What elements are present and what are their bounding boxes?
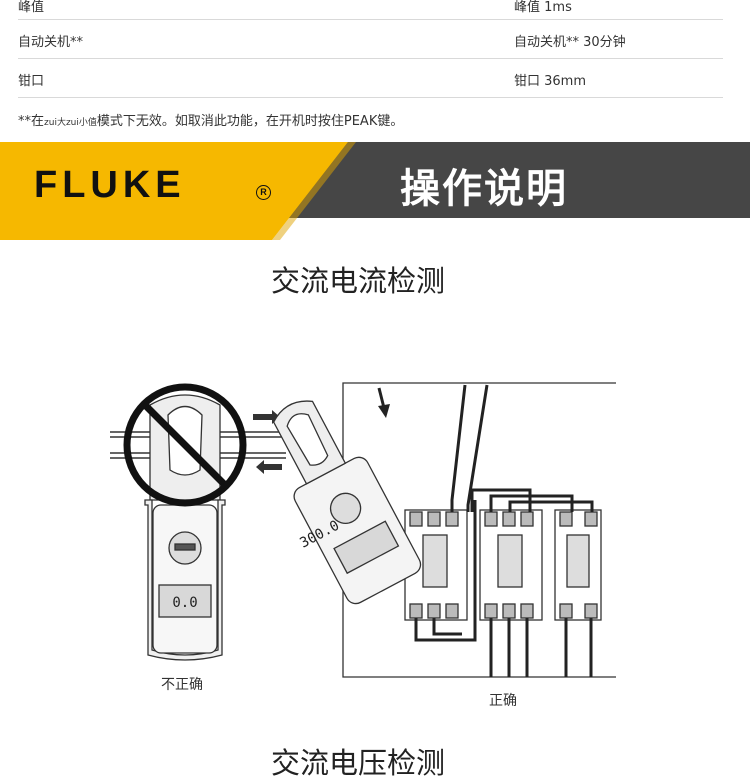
caption-incorrect: 不正确	[161, 677, 203, 693]
spec-table: 峰值 峰值 1ms 自动关机** 自动关机** 30分钟 钳口 钳口 36mm	[18, 0, 723, 98]
section-title-ac-current: 交流电流检测	[270, 264, 445, 298]
caption-correct: 正确	[489, 693, 517, 709]
banner-yellow-shape	[0, 142, 356, 240]
arrow-down-icon	[377, 387, 390, 418]
footnote-suffix: 模式下无效。如取消此功能，在开机时按住PEAK键。	[96, 114, 404, 129]
panel-wires-icon	[414, 384, 594, 677]
left-meter-display: 0.0	[172, 595, 197, 611]
clamp-meter-wrong	[144, 394, 226, 661]
clamp-meter-diagram: 0.0	[110, 382, 616, 678]
prohibited-icon	[123, 383, 247, 507]
banner-title: 操作说明	[400, 166, 568, 212]
spec-row: 峰值 峰值 1ms	[18, 0, 723, 20]
clamp-meter-right	[272, 400, 422, 605]
footnote-prefix: **在	[18, 114, 45, 129]
footnote: **在zui大zui小值模式下无效。如取消此功能，在开机时按住PEAK键。	[18, 110, 403, 129]
spec-value: 钳口 36mm	[514, 74, 587, 89]
footnote-small: zui大zui小值	[44, 118, 97, 128]
arrow-right-icon	[253, 410, 280, 424]
spec-row: 自动关机** 自动关机** 30分钟	[18, 20, 723, 59]
spec-key: 自动关机**	[18, 35, 84, 50]
fluke-logo: FLUKE	[34, 164, 186, 206]
spec-key: 钳口	[18, 74, 45, 89]
spec-row: 钳口 钳口 36mm	[18, 59, 723, 98]
banner	[0, 142, 750, 240]
spec-value: 自动关机** 30分钟	[514, 35, 626, 50]
spec-value: 峰值 1ms	[514, 0, 572, 15]
section-title-ac-voltage: 交流电压检测	[270, 746, 445, 780]
arrow-left-icon	[256, 460, 282, 474]
spec-key: 峰值	[18, 0, 45, 15]
registered-mark-icon: R	[256, 185, 271, 200]
